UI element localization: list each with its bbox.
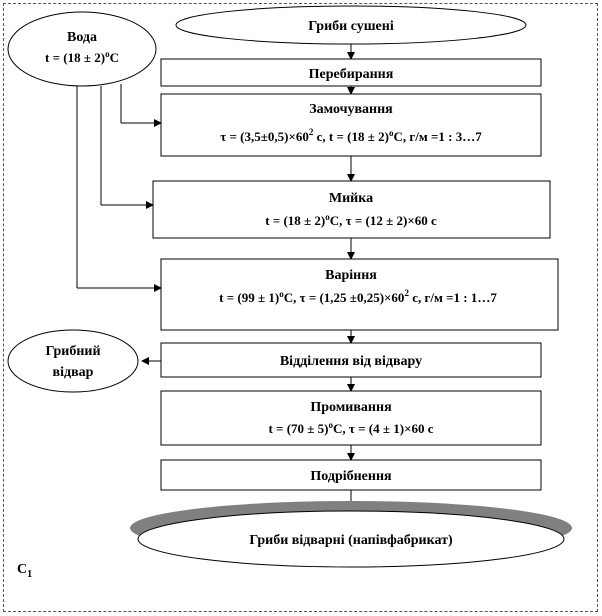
water-input-node: Вода t = (18 ± 2)оС xyxy=(7,11,157,87)
step-sorting: Перебирання xyxy=(160,58,542,87)
step-rinsing-title: Промивання xyxy=(310,400,392,415)
step-separation: Відділення від відвару xyxy=(160,342,542,378)
water-feed-lines xyxy=(76,84,162,292)
broth-label-line2: відвар xyxy=(53,365,94,380)
step-washing-title: Мийка xyxy=(329,191,373,206)
step-rinsing: Промивання t = (70 ± 5)оС, τ = (4 ± 1)×6… xyxy=(160,390,542,446)
step-soaking: Замочування τ = (3,5±0,5)×602 с, t = (18… xyxy=(160,93,542,157)
dashed-frame xyxy=(3,3,598,612)
broth-label-line1: Грибний xyxy=(45,344,100,359)
corner-label: С1 xyxy=(17,562,32,580)
step-sorting-label: Перебирання xyxy=(309,67,394,82)
water-temperature: t = (18 ± 2)оС xyxy=(45,49,119,65)
start-node: Гриби сушені xyxy=(175,5,527,45)
step-washing-params: t = (18 ± 2)оС, τ = (12 ± 2)×60 с xyxy=(265,212,437,228)
step-soaking-title: Замочування xyxy=(309,102,393,117)
step-separation-label: Відділення від відвару xyxy=(280,354,422,369)
step-grinding: Подрібнення xyxy=(160,459,542,491)
water-title: Вода xyxy=(67,30,97,45)
start-label: Гриби сушені xyxy=(308,19,394,34)
step-boiling-params: t = (99 ± 1)оС, τ = (1,25 ±0,25)×602 с, … xyxy=(219,288,497,305)
step-boiling-title: Варіння xyxy=(325,268,377,283)
final-product-label: Гриби відварні (напівфабрикат) xyxy=(249,533,453,548)
step-boiling: Варіння t = (99 ± 1)оС, τ = (1,25 ±0,25)… xyxy=(160,258,559,331)
mushroom-broth-output: Грибний відвар xyxy=(7,329,139,393)
step-washing: Мийка t = (18 ± 2)оС, τ = (12 ± 2)×60 с xyxy=(152,180,551,239)
step-soaking-params: τ = (3,5±0,5)×602 с, t = (18 ± 2)оС, г/м… xyxy=(220,127,482,144)
step-grinding-label: Подрібнення xyxy=(310,469,392,484)
step-rinsing-params: t = (70 ± 5)оС, τ = (4 ± 1)×60 с xyxy=(268,420,433,436)
final-product-node: Гриби відварні (напівфабрикат) xyxy=(130,501,572,568)
